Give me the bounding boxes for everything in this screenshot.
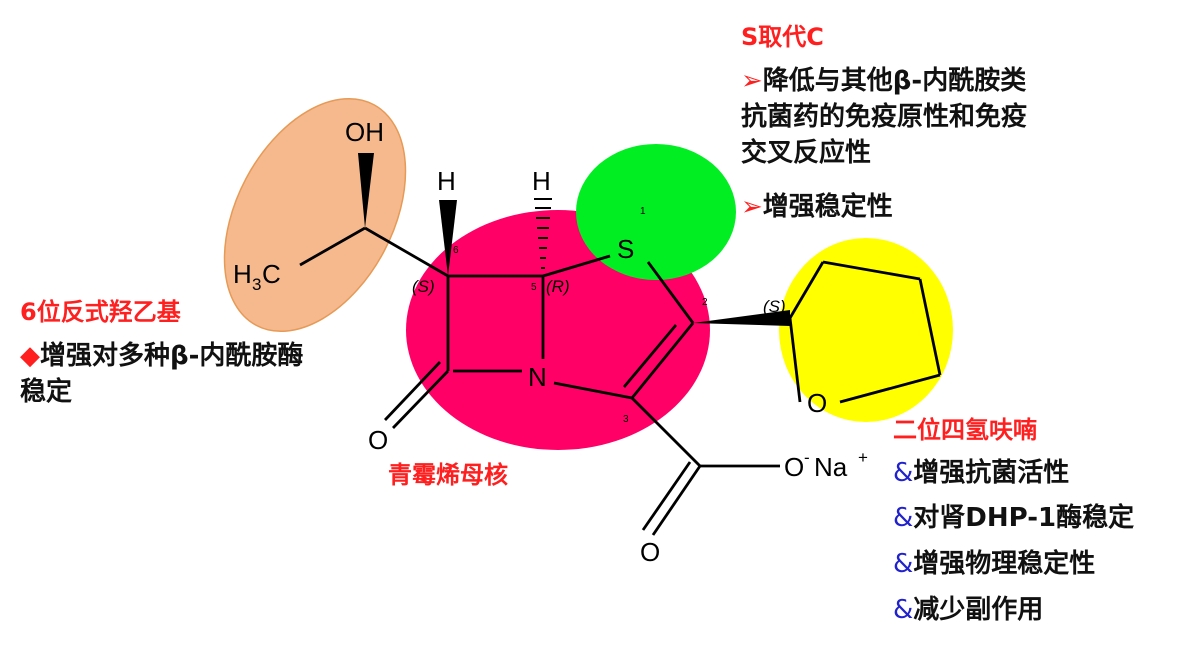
penem-core-title: 青霉烯母核 [388,461,508,489]
stereo-r-c5: (R) [546,277,570,296]
stereo-s-thf: (S) [763,297,786,316]
sodium-label: Na [814,452,848,482]
position-1: 1 [640,206,646,217]
position-5: 5 [531,282,537,293]
wedge-oh-bond [358,153,374,228]
sulfur-highlight [576,144,736,280]
diamond-bullet-icon: ◆ [20,341,40,371]
lactam-oxygen-label: O [368,425,388,455]
arrow-bullet-icon: ➢ [741,192,763,222]
hydroxyethyl-desc: ◆增强对多种β-内酰胺酶 稳定 [20,338,303,410]
thf-ring-highlight [779,238,953,422]
h5-label: H [532,166,551,196]
sulfur-item1-line2: 抗菌药的免疫原性和免疫 [741,102,1028,132]
anion-oxygen-label: O [784,452,804,482]
position-6: 6 [453,245,459,256]
thf-title: 二位四氢呋喃 [893,416,1037,444]
h6-label: H [437,166,456,196]
thf-item-2-text: 对肾DHP-1酶稳定 [913,503,1135,533]
carboxyl-oxygen-label: O [640,537,660,567]
ampersand-bullet-icon: & [893,595,914,625]
thf-item-4-text: 减少副作用 [913,595,1044,625]
sulfur-item1-line1: 降低与其他β-内酰胺类 [762,66,1027,96]
ch3-h-label: H [233,259,252,289]
nitrogen-atom-label: N [528,362,547,392]
thf-item-3-text: 增强物理稳定性 [913,549,1096,579]
ampersand-bullet-icon: & [893,549,914,579]
sulfur-desc: ➢降低与其他β-内酰胺类 抗菌药的免疫原性和免疫 交叉反应性 [741,63,1027,171]
wedge-thf-bond [693,310,790,326]
sulfur-title: S取代C [741,23,824,51]
ch3-subscript: 3 [252,275,261,294]
stereo-s-c6: (S) [412,277,435,296]
oh-label: OH [345,117,384,147]
thf-item-2: &对肾DHP-1酶稳定 [893,500,1134,536]
thf-item-1-text: 增强抗菌活性 [913,458,1070,488]
bonds [299,226,942,536]
sulfur-item2: ➢增强稳定性 [741,189,893,225]
hydroxyethyl-desc-line1: 增强对多种β-内酰胺酶 [40,341,304,371]
thf-item-3: &增强物理稳定性 [893,546,1095,582]
thf-item-1: &增强抗菌活性 [893,455,1069,491]
thf-item-4: &减少副作用 [893,592,1043,628]
ampersand-bullet-icon: & [893,458,914,488]
sulfur-item2-text: 增强稳定性 [762,192,893,222]
sulfur-atom-label: S [617,234,634,264]
negative-charge: - [804,448,810,467]
ampersand-bullet-icon: & [893,503,914,533]
wedge-h6-bond [439,200,457,276]
position-2: 2 [702,297,708,308]
hydroxyethyl-title: 6位反式羟乙基 [20,298,181,326]
hashed-h5-bond [534,198,552,269]
position-3: 3 [623,414,629,425]
arrow-bullet-icon: ➢ [741,66,763,96]
sulfur-item1-line3: 交叉反应性 [741,138,872,168]
hydroxyethyl-highlight [223,97,407,333]
hydroxyethyl-desc-line2: 稳定 [20,377,73,407]
positive-charge: + [858,448,868,467]
ch3-c-label: C [262,259,281,289]
ring-oxygen-label: O [807,388,827,418]
